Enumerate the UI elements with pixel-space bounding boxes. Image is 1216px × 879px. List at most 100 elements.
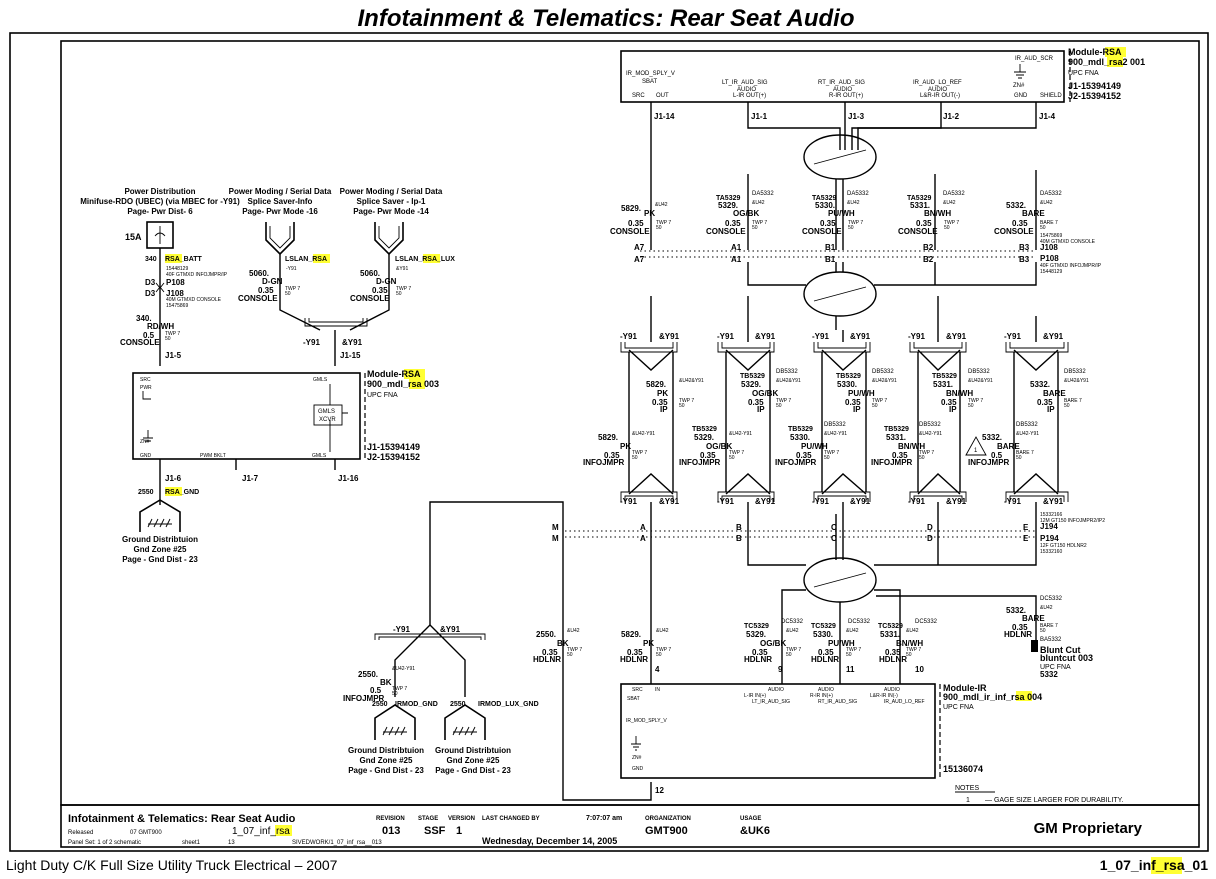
svg-text:BARE 7: BARE 7 xyxy=(1040,623,1058,629)
svg-text:340: 340 xyxy=(145,256,157,263)
svg-text:PU/WH: PU/WH xyxy=(848,389,875,398)
svg-text:TWP 7: TWP 7 xyxy=(752,220,767,226)
svg-text:AUDIO: AUDIO xyxy=(818,687,834,693)
svg-text:4: 4 xyxy=(655,665,660,674)
svg-text:50: 50 xyxy=(392,691,398,697)
svg-text:TC5329: TC5329 xyxy=(878,623,903,630)
svg-text:&U42&Y91: &U42&Y91 xyxy=(872,378,897,384)
svg-text:5330.: 5330. xyxy=(813,630,833,639)
svg-text:Page- Pwr Mode -14: Page- Pwr Mode -14 xyxy=(353,207,429,216)
svg-text:9: 9 xyxy=(778,665,783,674)
svg-text:OUT: OUT xyxy=(656,93,669,99)
svg-text:Gnd Zone #25: Gnd Zone #25 xyxy=(447,756,500,765)
svg-text:Page - Gnd Dist - 23: Page - Gnd Dist - 23 xyxy=(122,555,198,564)
svg-text:D3: D3 xyxy=(145,289,156,298)
svg-text:&Y91: &Y91 xyxy=(946,497,967,506)
svg-text:&Y91: &Y91 xyxy=(1043,332,1064,341)
svg-text:-Y91: -Y91 xyxy=(717,332,734,341)
svg-text:1: 1 xyxy=(974,448,978,454)
svg-text:&Y91: &Y91 xyxy=(440,625,461,634)
hdlnr-labels: 2550. &U42 BK 0.35 TWP 7 50 HDLNR 5829. … xyxy=(533,596,1093,679)
svg-text:&U42: &U42 xyxy=(656,628,669,634)
svg-text:B3: B3 xyxy=(1019,243,1030,252)
svg-text:TB5329: TB5329 xyxy=(836,373,861,380)
svg-text:Module-IR: Module-IR xyxy=(943,683,987,693)
svg-text:HDLNR: HDLNR xyxy=(811,655,839,664)
svg-text:GMLS: GMLS xyxy=(318,409,335,415)
svg-text:TWP 7: TWP 7 xyxy=(776,398,791,404)
svg-text:-Y91: -Y91 xyxy=(620,497,637,506)
ip-upper-labels: 5829. &U42&Y91 PK 0.35 TWP 7 50 IP TB532… xyxy=(646,369,1089,414)
svg-text:AUDIO: AUDIO xyxy=(884,687,900,693)
svg-text:40F GTMXD INFOJMPR/IP: 40F GTMXD INFOJMPR/IP xyxy=(166,272,228,278)
svg-text:0.5: 0.5 xyxy=(991,451,1003,460)
svg-text:TB5329: TB5329 xyxy=(788,426,813,433)
svg-text:Module-RSA: Module-RSA xyxy=(367,369,421,379)
svg-text:TA5329: TA5329 xyxy=(716,195,740,202)
footer-right: 1_07_inf_rsa_01 xyxy=(1100,857,1208,874)
svg-text:15448129: 15448129 xyxy=(166,266,188,272)
svg-text:Power Moding / Serial Data: Power Moding / Serial Data xyxy=(340,187,443,196)
svg-text:-Y91: -Y91 xyxy=(908,497,925,506)
svg-text:0.35: 0.35 xyxy=(916,219,932,228)
svg-text:0.35: 0.35 xyxy=(748,398,764,407)
svg-text:HDLNR: HDLNR xyxy=(620,655,648,664)
svg-text:A1: A1 xyxy=(731,255,742,264)
svg-text:TA5329: TA5329 xyxy=(812,195,836,202)
svg-text:50: 50 xyxy=(656,652,662,658)
svg-text:L-IR IN(+): L-IR IN(+) xyxy=(744,693,766,699)
svg-text:&U42: &U42 xyxy=(846,628,859,634)
svg-text:15136074: 15136074 xyxy=(943,764,983,774)
svg-text:M: M xyxy=(552,534,559,543)
svg-text:M: M xyxy=(552,523,559,532)
svg-text:J194: J194 xyxy=(1040,522,1058,531)
svg-text:IR_MOD_SPLY_V: IR_MOD_SPLY_V xyxy=(626,71,675,77)
svg-text:0.35: 0.35 xyxy=(845,398,861,407)
svg-text:&Y91: &Y91 xyxy=(946,332,967,341)
svg-text:&Y91: &Y91 xyxy=(659,332,680,341)
svg-text:PK: PK xyxy=(643,639,654,648)
svg-text:07 GMT900: 07 GMT900 xyxy=(130,830,162,836)
svg-text:E: E xyxy=(1023,523,1029,532)
svg-text:5331.: 5331. xyxy=(886,433,906,442)
svg-text:D3: D3 xyxy=(145,278,156,287)
svg-text:5330.: 5330. xyxy=(790,433,810,442)
svg-text:Page - Gnd Dist - 23: Page - Gnd Dist - 23 xyxy=(435,766,511,775)
svg-text:J1-4: J1-4 xyxy=(1039,112,1056,121)
svg-text:0.35: 0.35 xyxy=(820,219,836,228)
svg-text:HDLNR: HDLNR xyxy=(744,655,772,664)
svg-text:D: D xyxy=(927,534,933,543)
svg-text:TWP 7: TWP 7 xyxy=(824,450,839,456)
svg-text:TWP 7: TWP 7 xyxy=(679,398,694,404)
svg-text:TWP 7: TWP 7 xyxy=(392,686,407,692)
svg-text:HDLNR: HDLNR xyxy=(533,655,561,664)
svg-text:&U42-Y91: &U42-Y91 xyxy=(824,431,847,437)
svg-text:BN/WH: BN/WH xyxy=(898,442,925,451)
top-wiring xyxy=(650,102,1037,317)
svg-text:CONSOLE: CONSOLE xyxy=(706,227,746,236)
svg-text:15332166: 15332166 xyxy=(1040,512,1062,518)
svg-text:-Y91: -Y91 xyxy=(717,497,734,506)
svg-text:5329.: 5329. xyxy=(746,630,766,639)
svg-text:0.35: 0.35 xyxy=(372,286,388,295)
svg-text:&Y91: &Y91 xyxy=(659,497,680,506)
svg-text:15332160: 15332160 xyxy=(1040,549,1062,555)
svg-text:0.35: 0.35 xyxy=(885,648,901,657)
svg-text:A1: A1 xyxy=(731,243,742,252)
svg-text:5829.: 5829. xyxy=(621,204,641,213)
svg-text:B2: B2 xyxy=(923,255,934,264)
svg-text:B3: B3 xyxy=(1019,255,1030,264)
svg-text:-Y91: -Y91 xyxy=(1004,497,1021,506)
svg-text:&U42-Y91: &U42-Y91 xyxy=(392,666,415,672)
svg-text:50: 50 xyxy=(285,291,291,297)
connector-row-j108: A7 A7 A1 A1 B1 B1 B2 B2 B3 B3 15475869 4… xyxy=(634,233,1102,275)
svg-text:GMLS: GMLS xyxy=(313,377,328,383)
svg-text:TB5329: TB5329 xyxy=(884,426,909,433)
svg-text:L&R-IR OUT(-): L&R-IR OUT(-) xyxy=(920,93,960,99)
svg-text:15475869: 15475869 xyxy=(166,303,188,309)
svg-text:0.35: 0.35 xyxy=(652,398,668,407)
svg-text:5829.: 5829. xyxy=(598,433,618,442)
svg-text:5329.: 5329. xyxy=(741,380,761,389)
svg-text:HDLNR: HDLNR xyxy=(1004,630,1032,639)
